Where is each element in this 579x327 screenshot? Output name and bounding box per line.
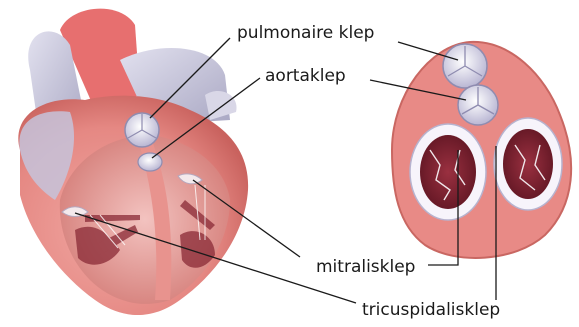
pulmonary-valve-drawing — [125, 113, 159, 147]
cs-mitral-valve — [410, 124, 486, 220]
label-pulmonary-valve: pulmonaire klep — [237, 23, 374, 43]
valve-cross-section — [392, 42, 571, 258]
cs-aortic-valve — [458, 85, 498, 125]
label-aortic-valve: aortaklep — [265, 66, 346, 86]
cs-tricuspid-valve — [494, 118, 562, 210]
cs-pulmonary-valve — [443, 44, 487, 88]
label-tricuspid-valve: tricuspidalisklep — [362, 300, 500, 320]
aortic-valve-drawing — [138, 153, 162, 171]
label-mitral-valve: mitralisklep — [316, 257, 415, 277]
